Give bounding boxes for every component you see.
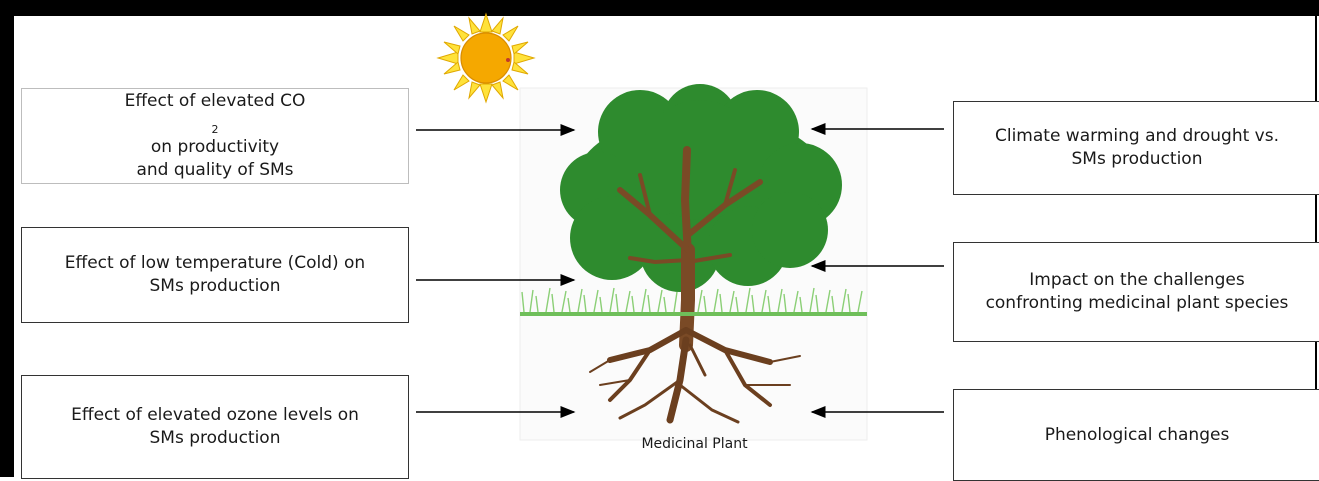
- box-text: and quality of SMs: [125, 159, 306, 182]
- box-phenological-changes: Phenological changes: [953, 389, 1319, 481]
- box-text: Effect of elevated CO: [125, 90, 306, 113]
- box-text: SMs production: [71, 427, 359, 450]
- box-text: Effect of elevated ozone levels on: [71, 404, 359, 427]
- box-text: Climate warming and drought vs.: [995, 125, 1279, 148]
- box-text: SMs production: [65, 275, 365, 298]
- box-text: SMs production: [995, 148, 1279, 171]
- box-low-temperature: Effect of low temperature (Cold) on SMs …: [21, 227, 409, 323]
- box-text: on productivity: [125, 136, 306, 159]
- box-challenges: Impact on the challenges confronting med…: [953, 242, 1319, 342]
- box-text: Phenological changes: [1045, 424, 1230, 447]
- medicinal-plant-label: Medicinal Plant: [612, 436, 777, 452]
- subscript-text: 2: [212, 123, 219, 136]
- box-text: Impact on the challenges: [986, 269, 1289, 292]
- box-text: confronting medicinal plant species: [986, 292, 1289, 315]
- box-text: Effect of low temperature (Cold) on: [65, 252, 365, 275]
- box-elevated-ozone: Effect of elevated ozone levels on SMs p…: [21, 375, 409, 479]
- box-climate-warming: Climate warming and drought vs. SMs prod…: [953, 101, 1319, 195]
- box-elevated-co2: Effect of elevated CO 2 on productivity a…: [21, 88, 409, 184]
